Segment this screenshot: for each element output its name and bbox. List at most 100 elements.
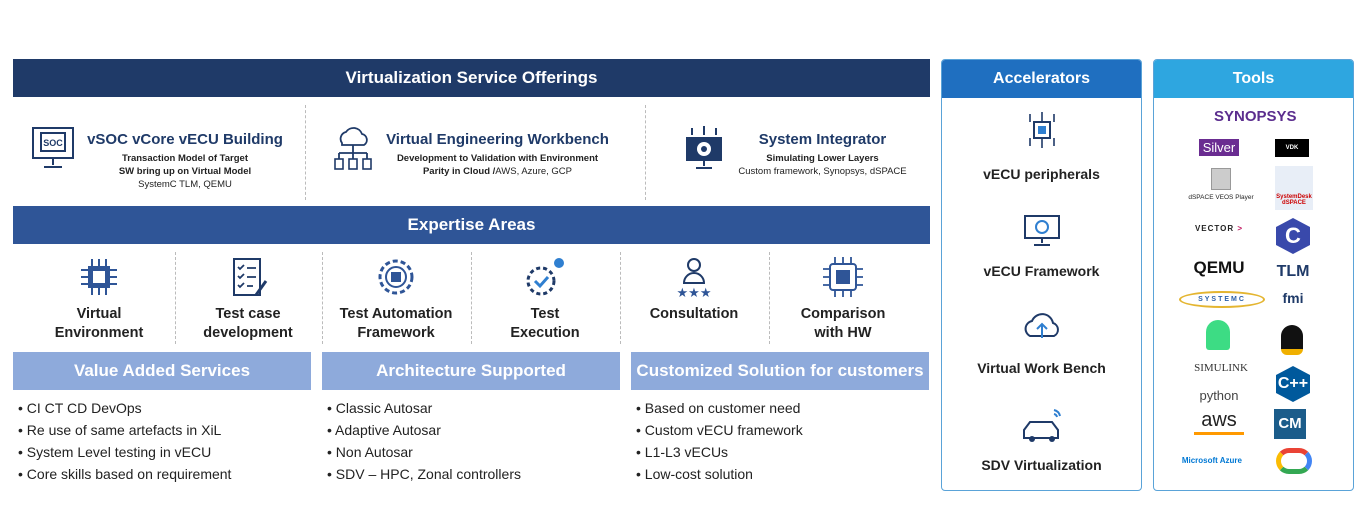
fmi-logo: fmi: [1282, 290, 1304, 306]
list-item: SDV – HPC, Zonal controllers: [327, 463, 521, 485]
accelerators-panel: Accelerators vECU peripherals vECU Frame…: [941, 59, 1142, 491]
offering-line: Simulating Lower Layers: [766, 153, 879, 164]
section-header: Architecture Supported: [322, 352, 620, 390]
divider: [175, 252, 176, 344]
azure-logo: Microsoft Azure: [1181, 456, 1242, 465]
python-logo: python: [1199, 388, 1239, 403]
divider: [322, 252, 323, 344]
offering-line: SystemC TLM, QEMU: [138, 179, 232, 190]
silver-logo: Silver: [1199, 139, 1239, 156]
expertise-label: Comparison: [800, 306, 886, 322]
circuit-icon: [823, 257, 863, 297]
expertise-label: Test Automation: [339, 306, 453, 322]
cloud-network-icon: [334, 127, 372, 170]
linux-logo: [1281, 325, 1303, 355]
list-item: CI CT CD DevOps: [18, 397, 231, 419]
list-item: Based on customer need: [636, 397, 803, 419]
offering-integrator: System Integrator Simulating Lower Layer…: [735, 131, 910, 178]
veos-label: dSPACE VEOS Player: [1188, 194, 1254, 201]
list-item: Adaptive Autosar: [327, 419, 521, 441]
expertise-label: Test case: [215, 306, 281, 322]
gears-check-icon: [526, 258, 564, 296]
expertise-bar: Expertise Areas: [13, 206, 930, 244]
person-stars-icon: ★★★: [677, 258, 711, 299]
checklist-icon: [233, 258, 268, 296]
veos-logo: dSPACE VEOS Player: [1176, 168, 1266, 201]
expertise-item: Test case development: [174, 255, 322, 343]
expertise-label: with HW: [814, 325, 872, 341]
offering-workbench: Virtual Engineering Workbench Developmen…: [385, 131, 610, 178]
accelerators-title: Accelerators: [942, 60, 1141, 98]
divider: [471, 252, 472, 344]
cpp-logo: C++: [1276, 366, 1310, 402]
expertise-item: ★★★ Consultation: [620, 255, 768, 324]
offering-line: Parity in Cloud /: [422, 166, 496, 177]
accelerator-item: Virtual Work Bench: [977, 360, 1106, 376]
expertise-label: Framework: [357, 325, 435, 341]
chip-network-icon: [1029, 112, 1055, 148]
list-item: Custom vECU framework: [636, 419, 803, 441]
list-item: Low-cost solution: [636, 463, 803, 485]
offering-line: Transaction Model of Target: [122, 153, 248, 164]
gear-monitor-icon: [1024, 215, 1060, 246]
expertise-label: Virtual: [76, 306, 122, 322]
c-language-logo: C: [1276, 218, 1310, 254]
divider: [645, 105, 646, 200]
systemc-logo: SYSTEMC: [1179, 291, 1265, 308]
expertise-label: Consultation: [649, 306, 739, 322]
offering-line: Custom framework, Synopsys, dSPACE: [738, 166, 907, 177]
tools-panel: Tools SYNOPSYS Silver VDK dSPACE VEOS Pl…: [1153, 59, 1354, 491]
google-cloud-logo: [1276, 448, 1312, 474]
simulink-logo: SIMULINK: [1194, 362, 1248, 374]
page-title: Virtualization Service Offerings: [345, 68, 598, 87]
expertise-label: Execution: [510, 325, 580, 341]
tlm-logo: TLM: [1276, 263, 1310, 280]
carmaker-logo: CM: [1274, 409, 1306, 439]
section-title: Value Added Services: [73, 361, 251, 380]
offering-title: System Integrator: [758, 131, 887, 148]
svg-text:SOC: SOC: [43, 138, 63, 148]
expertise-item: Comparison with HW: [769, 255, 917, 343]
android-logo: [1206, 320, 1230, 350]
chip-icon: [81, 259, 117, 295]
offering-line: Development to Validation with Environme…: [396, 153, 599, 164]
header-bar: Virtualization Service Offerings: [13, 59, 930, 97]
divider: [305, 105, 306, 200]
vdk-logo: VDK: [1275, 139, 1309, 157]
section-header: Customized Solution for customers: [631, 352, 929, 390]
systemdesk-logo: SystemDesk dSPACE: [1275, 166, 1313, 210]
gear-monitor-icon: [686, 126, 722, 169]
list-item: Non Autosar: [327, 441, 521, 463]
list-item: Core skills based on requirement: [18, 463, 232, 485]
vector-label: VECTOR: [1194, 224, 1235, 233]
offering-line: AWS, Azure, GCP: [495, 166, 573, 177]
section-title: Customized Solution for customers: [636, 361, 924, 380]
soc-monitor-icon: SOC: [32, 127, 74, 168]
expertise-title: Expertise Areas: [407, 215, 536, 234]
list-item: Re use of same artefacts in XiL: [18, 419, 231, 441]
aws-logo: aws: [1194, 409, 1244, 435]
qemu-logo: QEMU: [1193, 258, 1245, 277]
list-item: L1-L3 vECUs: [636, 441, 803, 463]
offering-vsoc: vSOC vCore vECU Building Transaction Mod…: [80, 131, 290, 191]
section-title: Architecture Supported: [376, 361, 566, 380]
list-item: System Level testing in vECU: [18, 441, 231, 463]
synopsys-logo: SYNOPSYS: [1214, 108, 1297, 125]
offering-line: SW bring up on Virtual Model: [118, 166, 252, 177]
expertise-label: Test: [530, 306, 560, 322]
offering-title: Virtual Engineering Workbench: [386, 131, 609, 148]
architecture-list: Classic AutosarAdaptive AutosarNon Autos…: [327, 397, 521, 485]
cloud-upload-icon: [1024, 313, 1059, 338]
customized-list: Based on customer needCustom vECU framew…: [636, 397, 803, 485]
vector-logo: VECTOR >: [1194, 224, 1244, 233]
expertise-label: development: [203, 325, 293, 341]
tools-title: Tools: [1154, 60, 1353, 98]
list-item: Classic Autosar: [327, 397, 521, 419]
offering-title: vSOC vCore vECU Building: [87, 131, 283, 148]
accelerator-item: vECU Framework: [983, 263, 1100, 279]
divider: [620, 252, 621, 344]
expertise-label: Environment: [54, 325, 144, 341]
